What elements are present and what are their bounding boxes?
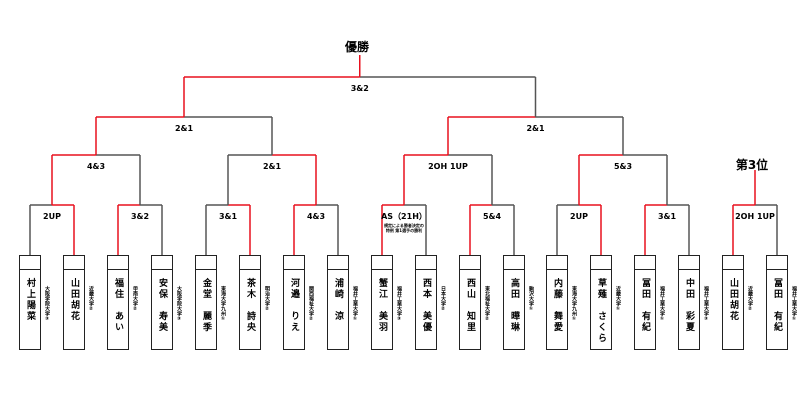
player-card: 茶木 詩央 明治大学② [239, 255, 270, 350]
player-name: 安保 寿美 [157, 278, 167, 333]
r2-match-4-score: 5&3 [613, 162, 633, 171]
r3-match-2-score: 2&1 [526, 124, 545, 133]
player-affiliation: 福井工業大学③ [396, 286, 402, 322]
player-affiliation: 福井工業大学① [659, 286, 665, 322]
player-affiliation: 近畿大学② [747, 286, 753, 312]
player-card: 金堂 麗季 東海大学九州① [195, 255, 226, 350]
player-card: 西山 知里 東北福祉大学② [459, 255, 490, 350]
player-card: 冨田 有紀 福井工業大学① [634, 255, 665, 350]
player-card-header [196, 256, 216, 270]
player-name: 蟹江 美羽 [377, 278, 387, 333]
player-card-header [723, 256, 743, 270]
player-card-header [108, 256, 128, 270]
r1-match-5-note: 規定による勝者決定の特例 第1選手の勝利 [384, 223, 424, 233]
player-card: 山田胡花 近畿大学② [63, 255, 94, 350]
player-name: 内藤 舞愛 [552, 278, 562, 333]
player-card-header [767, 256, 787, 270]
r1-match-8-score: 3&1 [657, 212, 677, 221]
player-affiliation: 甲南大学② [132, 286, 138, 312]
player-name: 中田 彩夏 [684, 278, 694, 333]
player-card-header [20, 256, 40, 270]
player-name: 河邉 りえ [289, 278, 299, 333]
final-match-score: 3&2 [350, 84, 369, 93]
player-card-header [679, 256, 699, 270]
player-affiliation: 駒沢大学① [528, 286, 534, 312]
player-card-header [504, 256, 524, 270]
r2-match-3-score: 2OH 1UP [428, 162, 468, 171]
player-name: 福住 あい [113, 278, 123, 333]
player-name: 村上陽菜 [25, 278, 35, 322]
player-card: 内藤 舞愛 東海大学九州① [546, 255, 577, 350]
r2-match-2-score: 2&1 [262, 162, 282, 171]
player-card-header [240, 256, 260, 270]
player-name: 茶木 詩央 [245, 278, 255, 333]
player-card: 中田 彩夏 福井工業大学③ [678, 255, 709, 350]
r1-match-2-score: 3&2 [130, 212, 150, 221]
player-affiliation: 大阪学院大学③ [44, 286, 50, 322]
player-name: 冨田 有紀 [772, 278, 782, 333]
player-affiliation: 明治大学② [264, 286, 270, 312]
player-card: 福住 あい 甲南大学② [107, 255, 138, 350]
player-card-header [152, 256, 172, 270]
player-card-header [372, 256, 392, 270]
player-card: 高田 曄琳 駒沢大学① [503, 255, 534, 350]
player-card: 河邉 りえ 関西福祉大学② [283, 255, 314, 350]
third-place-title: 第3位 [735, 158, 769, 172]
r1-match-4-score: 4&3 [306, 212, 326, 221]
r1-match-5-score: AS（21H） [381, 212, 427, 221]
player-card-header [460, 256, 480, 270]
player-card: 草薙 さくら 近畿大学① [590, 255, 621, 350]
r1-match-1-score: 2UP [43, 212, 61, 221]
player-card-header [547, 256, 567, 270]
r3-match-1-score: 2&1 [174, 124, 194, 133]
player-card: 安保 寿美 大阪学院大学③ [151, 255, 182, 350]
player-card-header [328, 256, 348, 270]
r2-match-1-score: 4&3 [86, 162, 106, 171]
player-affiliation: 関西福祉大学② [308, 286, 314, 322]
player-affiliation: 東北福祉大学② [484, 286, 490, 322]
player-name: 西本 美優 [421, 278, 431, 333]
player-card: 村上陽菜 大阪学院大学③ [19, 255, 50, 350]
third-place-match-score: 2OH 1UP [735, 212, 775, 221]
player-affiliation: 福井工業大学① [352, 286, 358, 322]
r1-match-7-score: 2UP [570, 212, 588, 221]
champion-title: 優勝 [344, 40, 370, 54]
r1-match-3-score: 3&1 [218, 212, 238, 221]
player-card-header [635, 256, 655, 270]
player-card: 西本 美優 日本大学② [415, 255, 446, 350]
player-card: 浦崎 涼 福井工業大学① [327, 255, 358, 350]
player-affiliation: 福井工業大学① [791, 286, 797, 322]
player-name: 山田胡花 [69, 278, 79, 322]
player-name: 浦崎 涼 [333, 278, 343, 322]
player-card-header [64, 256, 84, 270]
player-affiliation: 日本大学② [440, 286, 446, 312]
player-card: 冨田 有紀 福井工業大学① [766, 255, 797, 350]
player-affiliation: 大阪学院大学③ [176, 286, 182, 322]
player-affiliation: 近畿大学② [88, 286, 94, 312]
player-card-header [416, 256, 436, 270]
player-name: 金堂 麗季 [201, 278, 211, 333]
player-affiliation: 東海大学九州① [571, 286, 577, 322]
player-name: 草薙 さくら [596, 278, 606, 344]
player-affiliation: 近畿大学① [615, 286, 621, 312]
player-card-header [284, 256, 304, 270]
player-affiliation: 東海大学九州① [220, 286, 226, 322]
player-name: 高田 曄琳 [509, 278, 519, 333]
r1-match-6-score: 5&4 [482, 212, 502, 221]
player-name: 冨田 有紀 [640, 278, 650, 333]
player-card: 山田胡花 近畿大学② [722, 255, 753, 350]
player-affiliation: 福井工業大学③ [703, 286, 709, 322]
player-card: 蟹江 美羽 福井工業大学③ [371, 255, 402, 350]
player-name: 西山 知里 [465, 278, 475, 333]
player-card-header [591, 256, 611, 270]
player-name: 山田胡花 [728, 278, 738, 322]
